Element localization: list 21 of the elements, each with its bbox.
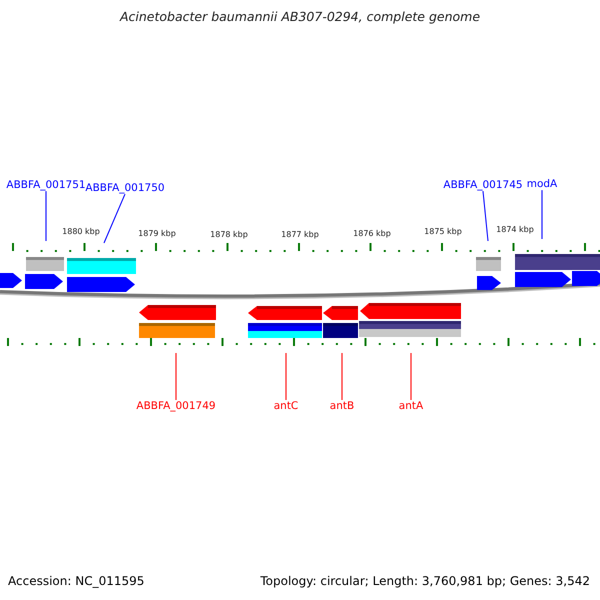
leader-line bbox=[104, 194, 126, 244]
tick-label: 1878 kbp bbox=[210, 230, 248, 240]
gene-label: modA bbox=[526, 178, 558, 190]
gene-label: ABBFA_001749 bbox=[136, 400, 216, 412]
accession-text: Accession: NC_011595 bbox=[8, 575, 144, 589]
tick-label: 1880 kbp bbox=[62, 227, 100, 236]
map-title: Acinetobacter baumannii AB307-0294, complete genome bbox=[120, 10, 480, 24]
leader-line bbox=[482, 190, 488, 242]
gene-label: antC bbox=[274, 400, 298, 412]
tick-label: 1874 kbp bbox=[496, 225, 534, 234]
gene-label: ABBFA_001745 bbox=[443, 179, 523, 192]
tick-label: 1875 kbp bbox=[424, 227, 462, 236]
gene-label: antB bbox=[330, 400, 354, 412]
tick-label: 1877 kbp bbox=[281, 230, 319, 240]
gene-label: ABBFA_001750 bbox=[85, 182, 165, 194]
gene-label: antA bbox=[398, 400, 424, 412]
tick-label: 1879 kbp bbox=[138, 229, 176, 238]
tick-label: 1876 kbp bbox=[353, 229, 391, 238]
gene-label: ABBFA_001751 bbox=[6, 179, 86, 192]
topology-text: Topology: circular; Length: 3,760,981 bp; Genes: 3,542 bbox=[260, 575, 590, 589]
leader-line bbox=[410, 352, 412, 400]
